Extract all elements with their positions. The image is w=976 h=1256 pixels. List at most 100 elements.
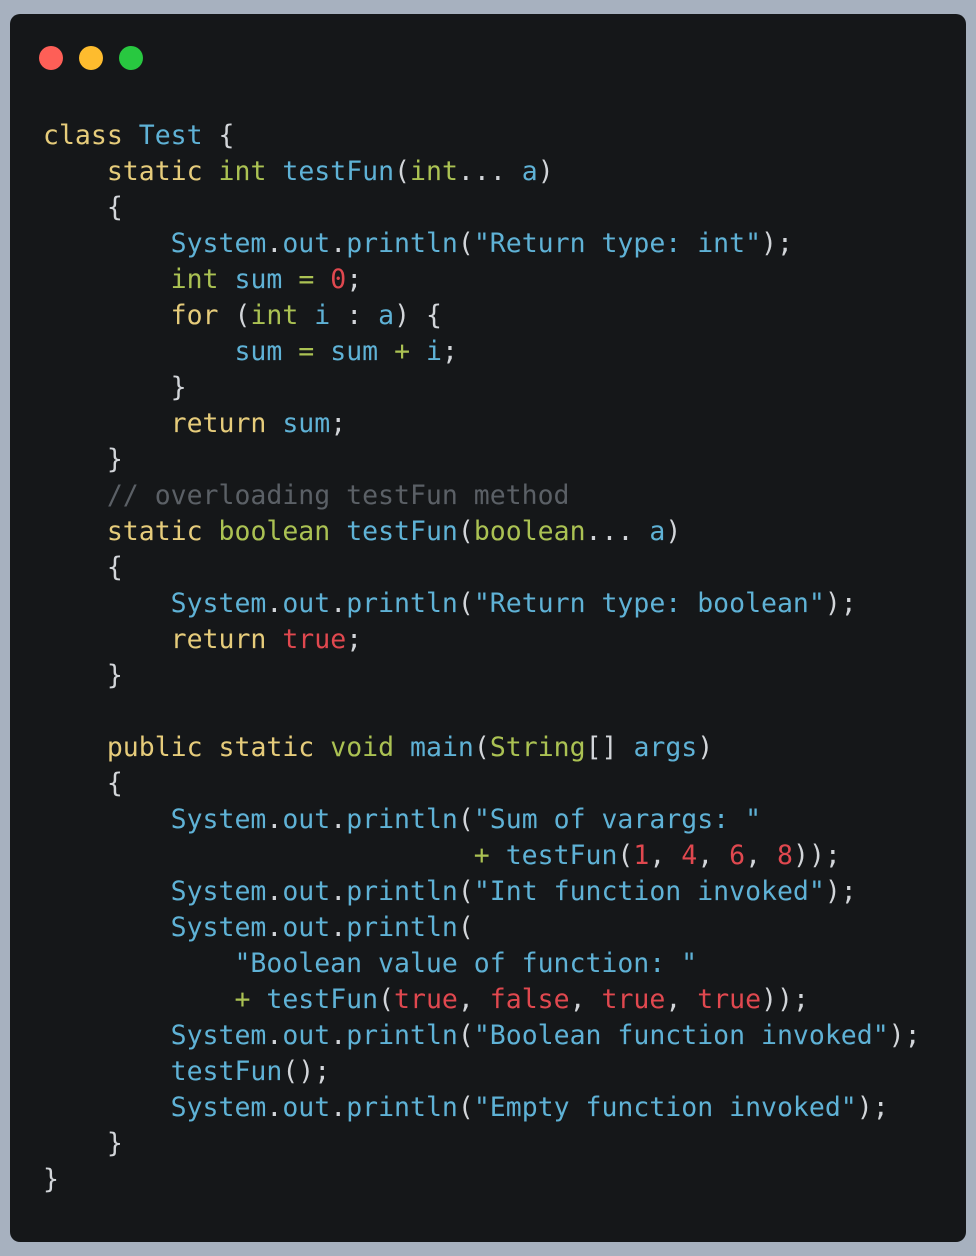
code-token: ( (457, 588, 474, 619)
code-line: } (43, 658, 921, 694)
code-line: return sum; (43, 406, 921, 442)
code-token: true (394, 984, 458, 1015)
code-token: ); (856, 1092, 889, 1123)
code-line: System.out.println("Return type: boolean… (43, 586, 921, 622)
code-token: testFun (505, 840, 618, 871)
code-token: ) { (394, 300, 442, 331)
code-token: "Boolean function invoked" (473, 1020, 889, 1051)
code-token: boolean (218, 516, 331, 547)
code-token: ); (761, 228, 793, 259)
code-token: 4 (681, 840, 698, 871)
code-token: { (202, 120, 235, 151)
code-token: . (266, 1020, 283, 1051)
code-token: . (330, 228, 347, 259)
code-token (43, 300, 171, 331)
code-token (43, 1056, 171, 1087)
code-token: + (234, 984, 251, 1015)
code-token: 6 (729, 840, 746, 871)
code-token (298, 300, 314, 331)
code-token: . (330, 876, 347, 907)
code-token: ); (824, 588, 857, 619)
code-token (394, 732, 410, 763)
code-token: int (410, 156, 458, 187)
code-token: "Empty function invoked" (473, 1092, 857, 1123)
code-line: return true; (43, 622, 921, 658)
code-token (250, 984, 266, 1015)
code-line (43, 694, 921, 730)
code-token: (); (282, 1056, 331, 1087)
code-token: ) (697, 732, 714, 763)
code-token (266, 624, 282, 655)
code-token: out (282, 588, 331, 619)
code-token (43, 336, 234, 367)
code-token: out (282, 804, 331, 835)
code-token: ( (218, 300, 251, 331)
code-token: testFun (170, 1056, 283, 1087)
code-token: , (457, 984, 490, 1015)
code-token: ( (394, 156, 411, 187)
code-token: i (314, 300, 331, 331)
code-token: ( (617, 840, 634, 871)
code-token: , (697, 840, 730, 871)
code-token: // overloading testFun method (106, 480, 570, 511)
code-line: { (43, 766, 921, 802)
code-token (43, 588, 171, 619)
maximize-button[interactable] (119, 46, 143, 70)
code-token: = (298, 336, 315, 367)
minimize-button[interactable] (79, 46, 103, 70)
code-token: println (346, 912, 458, 943)
code-token: } (43, 372, 187, 403)
code-token: ( (473, 732, 490, 763)
code-token: return (170, 624, 267, 655)
code-token: println (346, 588, 458, 619)
code-token: Test (138, 120, 203, 151)
code-token: static (106, 156, 203, 187)
code-token: ; (441, 336, 458, 367)
code-token (43, 1020, 171, 1051)
code-token: ); (888, 1020, 921, 1051)
code-token: . (266, 804, 283, 835)
code-token: println (346, 876, 458, 907)
code-token: : (330, 300, 379, 331)
code-token (123, 120, 139, 151)
code-token: . (330, 912, 347, 943)
code-line: } (43, 1162, 921, 1198)
code-token: true (697, 984, 762, 1015)
code-token: a (378, 300, 395, 331)
code-token: "Int function invoked" (473, 876, 825, 907)
code-token: System (170, 228, 267, 259)
code-line: System.out.println("Sum of varargs: " (43, 802, 921, 838)
close-button[interactable] (39, 46, 63, 70)
code-token: ( (457, 876, 474, 907)
code-token: for (170, 300, 219, 331)
code-token: println (346, 228, 458, 259)
code-token: + (473, 840, 490, 871)
code-line: } (43, 1126, 921, 1162)
code-line: class Test { (43, 118, 921, 154)
code-token: main (410, 732, 474, 763)
code-token: . (266, 876, 283, 907)
code-token: ( (457, 1020, 474, 1051)
code-token: System (170, 876, 267, 907)
code-token (203, 516, 219, 547)
code-token: String (489, 732, 586, 763)
code-token: return (170, 408, 267, 439)
code-token: ( (457, 228, 474, 259)
code-token (330, 516, 346, 547)
code-token: out (282, 1020, 331, 1051)
code-token: i (426, 336, 442, 367)
code-token: sum (330, 336, 379, 367)
code-token: System (170, 804, 267, 835)
code-line: + testFun(true, false, true, true)); (43, 982, 921, 1018)
code-token (282, 336, 298, 367)
code-token: testFun (282, 156, 395, 187)
code-token (378, 336, 394, 367)
code-token (490, 840, 506, 871)
code-token: ( (457, 516, 474, 547)
code-line: System.out.println("Return type: int"); (43, 226, 921, 262)
code-line: int sum = 0; (43, 262, 921, 298)
code-line: } (43, 370, 921, 406)
code-token (43, 948, 234, 979)
code-token: , (665, 984, 698, 1015)
code-token: println (346, 1020, 458, 1051)
